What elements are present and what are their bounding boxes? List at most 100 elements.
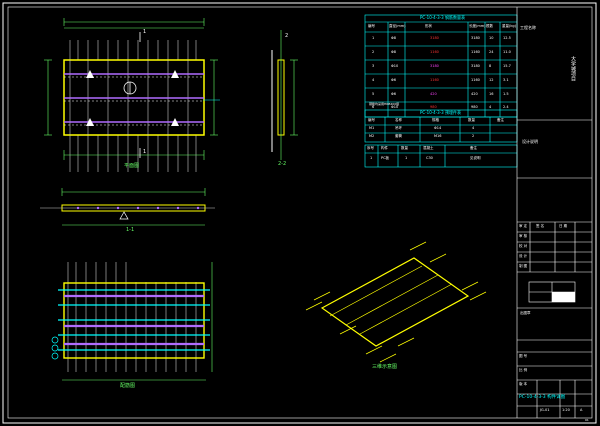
drawing-no-value: JG-01 [540,408,550,412]
notes-col-0: 序号 [367,146,374,150]
rebar-row-5-qty: 16 [489,92,494,96]
rebar-row-6-id: 6 [372,105,375,109]
embed-col-0: 编号 [368,118,375,122]
rebar-row-6-shape: 980 [430,105,437,109]
project-value: 大学城项目 [570,56,576,81]
rebar-row-5-dia: Φ6 [391,92,396,96]
notes-col-3: 混凝土 [423,146,434,150]
section-1-1-view [40,188,215,226]
embed-row-2-id: M2 [369,134,375,138]
tb-row-0: 审 定 [519,224,528,228]
rebar-row-6-qty: 4 [489,105,492,109]
project-label: 工程名称 [520,25,536,30]
rebar-row-2-len: 1160 [471,50,480,54]
stamp-label: 出图章 [520,311,531,315]
section-2-2-label: 2-2 [278,161,287,167]
rebar-row-1-dia: Φ8 [391,36,396,40]
notes-col-4: 备注 [470,146,477,150]
embed-col-1: 名称 [395,118,402,122]
plan-view-label: 平面图 [124,163,140,169]
rebar-row-6-dia: Φ10 [391,105,399,109]
rebar-col-5: 重量(kg) [502,24,516,28]
embed-table-title: PC-10-4-3-3 预埋件表 [420,110,461,115]
page-number: 01 [585,418,589,422]
embed-row-1-id: M1 [369,126,375,130]
rebar-row-2-shape: 1160 [430,50,439,54]
rebar-row-4-qty: 12 [489,78,494,82]
rebar-row-6-wt: 2.4 [503,105,509,109]
rebar-row-1-len: 3180 [471,36,480,40]
notes-col-2: 数量 [401,146,408,150]
section-1-1-label: 1-1 [126,227,135,233]
section-mark-a: 1 [143,29,147,35]
embed-col-4: 备注 [497,118,504,122]
rebar-row-3-id: 3 [372,64,375,68]
rebar-row-1-qty: 10 [489,36,494,40]
embed-row-2-qty: 2 [472,134,475,138]
embed-row-1-spec: Φ14 [434,126,442,130]
rebar-row-1-shape: 3180 [430,36,439,40]
rebar-row-3-qty: 8 [489,64,492,68]
rebar-row-5-wt: 1.5 [503,92,509,96]
notes-row-qty: 1 [405,156,408,160]
rebar-col-2: 形状 [425,24,432,28]
rebar-row-3-shape: 3180 [430,64,439,68]
rebar-row-3-len: 3180 [471,64,480,68]
rebar-row-5-shape: 420 [430,92,437,96]
title-block-logo-fill [552,292,575,302]
embed-col-2: 规格 [432,118,439,122]
rebar-table-grid [364,14,518,118]
drawing-notes-label: 设计说明 [522,139,538,144]
drawing-title: PC-10-4-3-3 构件详图 [519,395,566,400]
notes-row-remark: 见说明 [470,156,481,160]
rebar-col-4: 根数 [486,24,493,28]
notes-row-id: 1 [370,156,373,160]
tb-row-3: 设 计 [519,254,528,258]
title-block-grid [516,7,592,418]
notes-row-member: PC板 [381,156,390,160]
rebar-note: 钢筋均采用HRB400级 [369,102,400,106]
embed-row-1-name: 吊环 [395,126,402,130]
plan-view [44,18,220,172]
tb-col-b: 日 期 [559,224,568,228]
iso-view-label: 三维示意图 [372,364,398,370]
rebar-row-6-len: 980 [471,105,478,109]
rebar-col-3: 长度(mm) [469,24,486,28]
section-mark-b: 1 [143,149,147,155]
tb-row-2: 校 对 [519,244,528,248]
rebar-table-title: PC-10-4-3-3 钢筋数量表 [420,15,465,20]
scale-label: 比 例 [519,368,528,372]
tb-row-1: 审 核 [519,234,528,238]
rebar-row-2-wt: 11.0 [503,50,511,54]
rebar-row-1-wt: 12.5 [503,36,511,40]
embed-row-2-spec: M16 [434,134,442,138]
rebar-row-1-id: 1 [372,36,375,40]
notes-col-1: 构件 [381,146,388,150]
version-label: 版 本 [519,382,528,386]
rebar-row-3-wt: 15.7 [503,64,511,68]
embed-row-2-name: 套筒 [395,134,402,138]
section-2-2-view [271,30,298,160]
drawing-no-label: 图 号 [519,354,528,358]
rebar-row-5-id: 5 [372,92,375,96]
rebar-row-4-id: 4 [372,78,375,82]
rev-value: A [580,408,583,412]
tb-col-a: 签 名 [536,224,545,228]
rebar-plan-label: 配筋图 [120,383,136,389]
isometric-view [305,241,487,363]
rebar-row-2-qty: 24 [489,50,494,54]
rebar-col-1: 直径(mm) [389,24,406,28]
rebar-row-4-shape: 1160 [430,78,439,82]
section-mark-c: 2 [285,33,289,39]
rebar-col-0: 编号 [368,24,375,28]
rebar-row-4-wt: 3.1 [503,78,509,82]
rebar-row-2-id: 2 [372,50,375,54]
embed-col-3: 数量 [468,118,475,122]
rebar-row-4-dia: Φ6 [391,78,396,82]
inner-border [7,6,593,419]
rebar-row-2-dia: Φ8 [391,50,396,54]
rebar-plan-view [51,262,213,381]
rebar-row-3-dia: Φ10 [391,64,399,68]
